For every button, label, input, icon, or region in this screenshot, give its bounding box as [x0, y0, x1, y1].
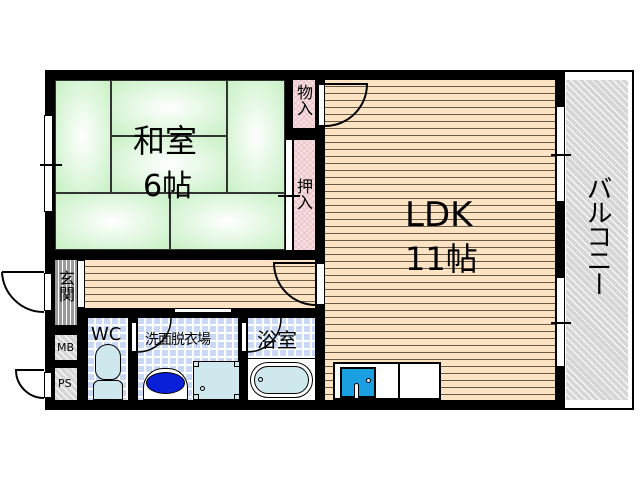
door-swing-closet: [324, 83, 369, 127]
bathtub-basin: [254, 366, 309, 394]
pan-corner: [193, 361, 199, 367]
hallway-opening: [174, 308, 232, 313]
door-swing-ps: [14, 369, 45, 399]
faucet-icon: [354, 383, 359, 399]
closet-oshiire-label: 押入: [294, 178, 313, 210]
washroom-label: 洗面脱衣場: [145, 332, 211, 348]
tatami-mat: [55, 193, 170, 250]
kitchen-sink: [340, 367, 376, 398]
door-swing-bathroom: [246, 317, 282, 353]
entrance-door-panel: [44, 273, 52, 311]
washroom-door-panel: [131, 322, 137, 352]
ldk-room: [325, 80, 555, 400]
ldk-size: 11帖: [405, 240, 478, 278]
toilet-base: [93, 380, 123, 400]
tatami-mat: [170, 193, 285, 250]
window-mark: [551, 322, 571, 324]
entrance-label: 玄関: [56, 270, 75, 302]
pan-corner: [234, 361, 240, 367]
closet-oshiire: [294, 140, 315, 250]
door-swing-entrance: [1, 271, 45, 314]
oshiire-mark: [278, 195, 300, 197]
wc-label: WC: [91, 324, 122, 345]
window-mark: [551, 154, 571, 156]
closet-small: [293, 80, 315, 128]
tatami-mat: [111, 136, 227, 193]
mb-label: MB: [57, 341, 75, 354]
entrance: [55, 260, 77, 325]
door-swing-washroom: [136, 317, 172, 353]
pipe-space: [55, 368, 77, 400]
washing-machine-pan: [193, 361, 240, 400]
hallway-door-panel: [316, 263, 325, 305]
closet-small-label: 物入: [294, 84, 313, 116]
drain-icon: [366, 378, 371, 383]
pan-drain: [200, 386, 205, 391]
closet-door-panel: [318, 84, 325, 126]
door-swing-hallway: [272, 262, 317, 306]
ps-label: PS: [58, 377, 72, 390]
hallway: [85, 260, 315, 308]
meter-box: [55, 335, 77, 360]
bathroom-label: 浴室: [257, 328, 297, 352]
ps-door-panel: [44, 372, 52, 398]
washbasin-bowl: [146, 372, 185, 394]
balcony-label: バルコニー: [582, 175, 612, 295]
balcony-floor: [566, 80, 628, 400]
washitsu-room: 和室 6帖: [55, 80, 285, 250]
ldk-name: LDK: [405, 195, 473, 235]
bathroom-door-panel: [241, 322, 247, 352]
washitsu-name: 和室: [133, 122, 198, 160]
toilet-tank: [95, 344, 121, 380]
window-mark: [40, 164, 62, 166]
pan-corner: [193, 394, 199, 400]
window-washitsu: [44, 115, 53, 212]
pan-corner: [234, 394, 240, 400]
tatami-mat: [55, 80, 111, 193]
tatami-mat: [111, 80, 227, 136]
bathtub-drain: [258, 377, 263, 382]
entrance-wall-gap: [77, 260, 85, 308]
kitchen-divider: [398, 362, 400, 400]
tatami-mat: [227, 80, 285, 193]
washitsu-size: 6帖: [143, 169, 193, 204]
